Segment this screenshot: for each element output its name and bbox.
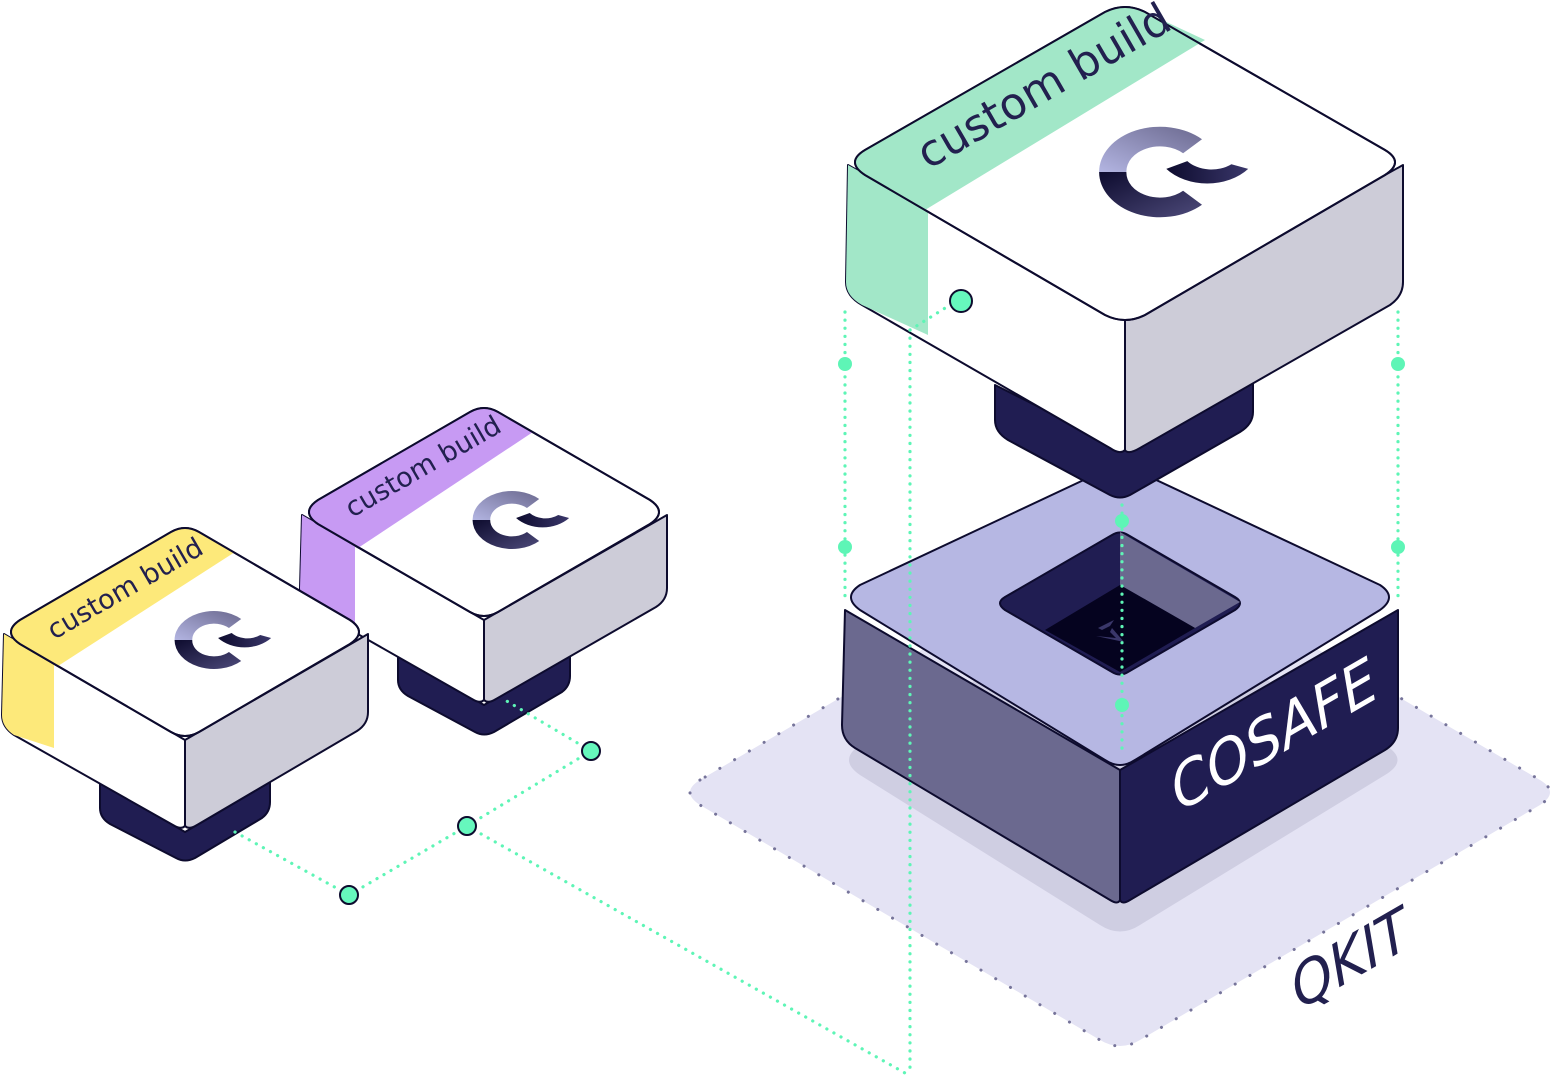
arrow-logo-icon	[1096, 620, 1124, 642]
connector-node	[949, 289, 973, 313]
cosafe-base: COSAFE	[841, 465, 1399, 904]
module-slot	[999, 531, 1241, 676]
module-green: custom build	[845, 0, 1404, 499]
connector-nodes	[339, 357, 1405, 905]
module-yellow: custom build	[1, 527, 369, 862]
